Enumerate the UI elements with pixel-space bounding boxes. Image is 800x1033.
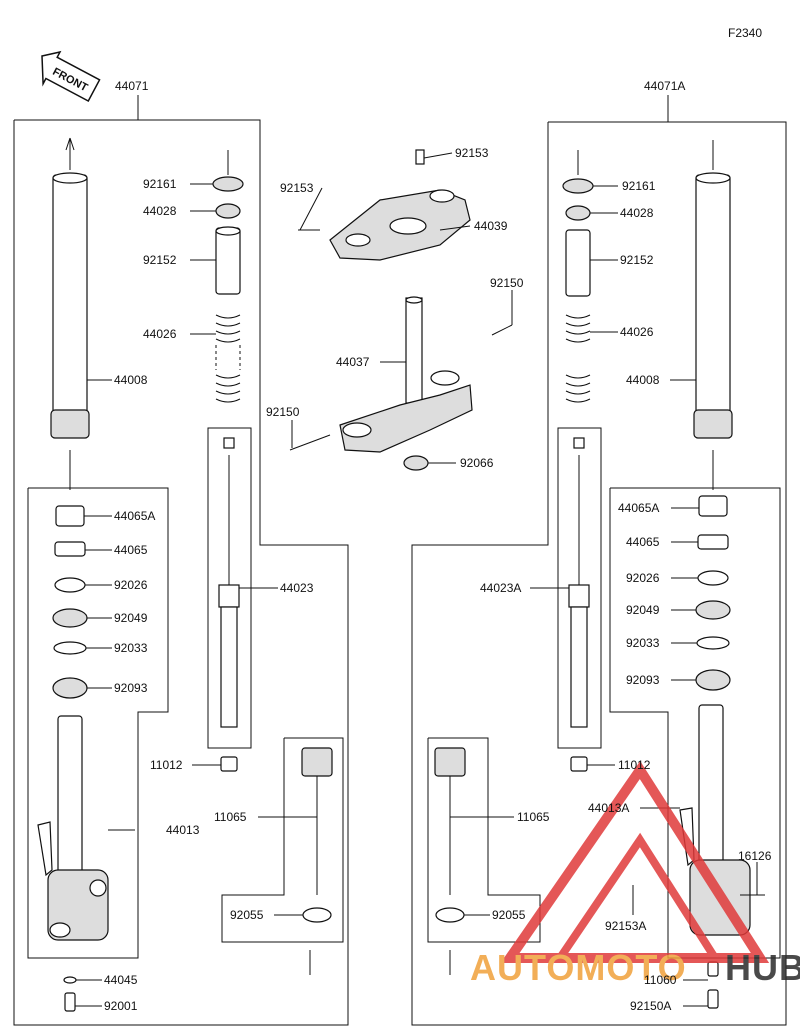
label-92033-left: 92033 <box>114 641 148 655</box>
cartridge-11065-right <box>434 747 466 975</box>
seal-stack-left <box>52 505 88 699</box>
label-11060: 11060 <box>644 973 677 987</box>
cap-11012-right <box>570 756 588 772</box>
label-44071A: 44071A <box>644 79 685 93</box>
label-44065-left: 44065 <box>114 543 148 557</box>
label-44065-right: 44065 <box>626 535 660 549</box>
label-11065-right: 11065 <box>517 810 550 824</box>
upper-triple-clamp <box>298 149 471 261</box>
bolt-92150A <box>707 989 719 1009</box>
label-92150-left: 92150 <box>266 405 300 419</box>
part-number-labels: 44071 44071A 92161 44028 92152 44026 440… <box>104 79 772 1013</box>
label-44045: 44045 <box>104 973 138 987</box>
label-44071: 44071 <box>115 79 149 93</box>
label-92093-left: 92093 <box>114 681 148 695</box>
watermark-auto: AUTOMOTO <box>470 947 687 988</box>
outer-tube-left <box>50 137 90 490</box>
label-44028-right: 44028 <box>620 206 654 220</box>
inner-tube-left <box>37 715 109 941</box>
label-44013A: 44013A <box>588 801 629 815</box>
label-44026-left: 44026 <box>143 327 177 341</box>
label-44008-right: 44008 <box>626 373 660 387</box>
label-92001: 92001 <box>104 999 138 1013</box>
spring-stack-right <box>562 150 594 403</box>
front-arrow-badge: FRONT <box>41 50 101 103</box>
label-92093-right: 92093 <box>626 673 660 687</box>
label-11065-left: 11065 <box>214 810 247 824</box>
label-44065A-right: 44065A <box>618 501 659 515</box>
label-92153-left: 92153 <box>280 181 314 195</box>
label-44028-left: 44028 <box>143 204 177 218</box>
label-92161-right: 92161 <box>622 179 656 193</box>
label-44023: 44023 <box>280 581 314 595</box>
label-11012-right: 11012 <box>618 758 651 772</box>
bolt-11060 <box>707 961 719 977</box>
label-92049-left: 92049 <box>114 611 148 625</box>
label-92066: 92066 <box>460 456 494 470</box>
label-92033-right: 92033 <box>626 636 660 650</box>
label-44039: 44039 <box>474 219 508 233</box>
washer-44045 <box>63 976 77 984</box>
label-44008-left: 44008 <box>114 373 148 387</box>
label-92152-left: 92152 <box>143 253 177 267</box>
label-44065A-left: 44065A <box>114 509 155 523</box>
label-44023A: 44023A <box>480 581 521 595</box>
spring-stack-left <box>212 150 244 403</box>
damper-rod-right <box>568 437 590 728</box>
label-92150A: 92150A <box>630 999 671 1013</box>
cartridge-11065-left <box>301 747 333 975</box>
label-92152-right: 92152 <box>620 253 654 267</box>
label-92055-right: 92055 <box>492 908 526 922</box>
automotohub-watermark: AUTOMOTO HUB <box>470 760 800 988</box>
label-92049-right: 92049 <box>626 603 660 617</box>
cap-11012-left <box>220 756 238 772</box>
label-92026-right: 92026 <box>626 571 660 585</box>
label-44013: 44013 <box>166 823 200 837</box>
watermark-hub: HUB <box>725 947 800 988</box>
outer-tube-right <box>693 140 733 490</box>
lower-triple-clamp <box>289 296 513 471</box>
label-92026-left: 92026 <box>114 578 148 592</box>
label-16126: 16126 <box>738 849 772 863</box>
label-44026-right: 44026 <box>620 325 654 339</box>
leader-lines <box>75 152 758 1007</box>
figure-code: F2340 <box>728 26 762 40</box>
label-92150-top: 92150 <box>490 276 524 290</box>
label-11012-left: 11012 <box>150 758 183 772</box>
damper-rod-left <box>218 437 240 728</box>
watermark-triangle-inner <box>552 832 723 962</box>
label-44037: 44037 <box>336 355 370 369</box>
label-92153A: 92153A <box>605 919 646 933</box>
bolt-92001 <box>64 992 76 1012</box>
label-92161-left: 92161 <box>143 177 177 191</box>
seal-stack-right <box>695 495 731 691</box>
label-92153-top: 92153 <box>455 146 489 160</box>
label-92055-left: 92055 <box>230 908 264 922</box>
